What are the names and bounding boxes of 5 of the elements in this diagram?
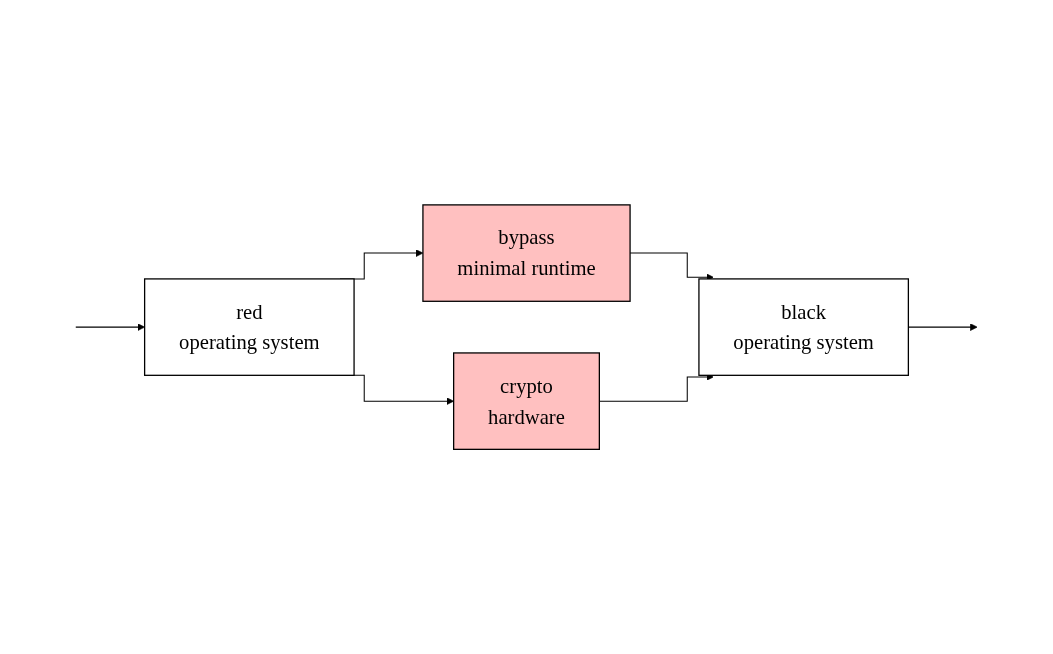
node-box: bypass minimal runtime xyxy=(422,204,631,302)
node-box: red operating system xyxy=(144,278,355,376)
node-box: crypto hardware xyxy=(453,352,600,450)
arrow xyxy=(75,323,145,331)
node-box: black operating system xyxy=(698,278,909,376)
